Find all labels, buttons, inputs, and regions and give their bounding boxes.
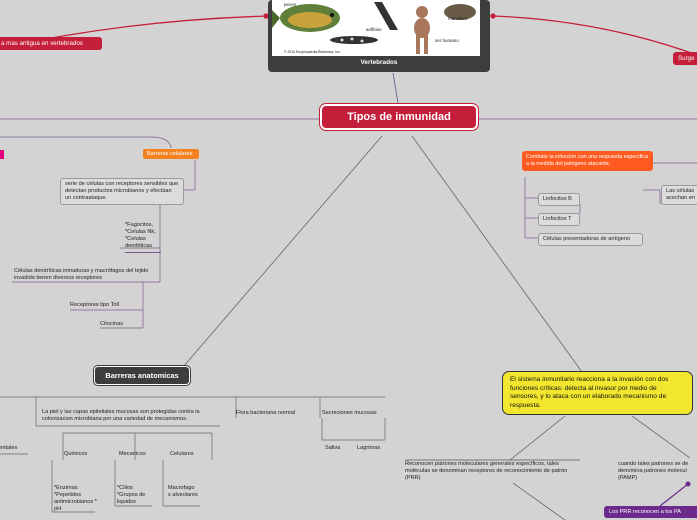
serie-celulas-node[interactable]: serie de células con receptores sensible… [60,178,184,205]
magenta-edge-node[interactable] [0,150,4,159]
sistema-inmunitario-node[interactable]: El sistema inmunitario reacciona a la in… [502,371,693,416]
celulas-presentadoras-node[interactable]: Células presentadoras de antígeno [538,233,643,246]
mecanicos-items-node[interactable]: *Cilios *Grupos de liquidos [117,485,146,505]
partial-genitales-node[interactable]: enitales [0,445,18,451]
linfocitos-t-node[interactable]: Linfocitos T [538,213,580,226]
pill-mas-antigua[interactable]: a mas antigua en vertebrados [0,37,102,50]
citocinas-node[interactable]: Citocinas [100,321,124,327]
vertebrates-illustration: peces mamífero anfibios ser humano © 201… [272,0,480,56]
prr-pill-node[interactable]: Los PRR reconocen a los PA [604,506,697,518]
cuando-node[interactable]: cuando tales patrones se de denomina pat… [618,461,689,481]
label-fish: peces [284,2,297,7]
celulas-dendriticas-node[interactable]: Células dendríticas inmaduras y macrófag… [14,268,149,281]
secreciones-node[interactable]: Secreciones mucosas [322,410,377,416]
reconocen-node[interactable]: Reconocen patrones moleculares generales… [405,461,568,481]
vertebrates-drawing [272,2,476,54]
quimicos-items-node[interactable]: *Enzimas *Pepetidos antimicrobianos * pH [54,485,97,512]
image-caption: Vertebrados [360,59,398,66]
label-copyright: © 2010 Encyclopædia Britannica, Inc. [284,50,341,54]
label-human: ser humano [435,38,459,43]
lagrimas-node[interactable]: Lagrimas [357,445,381,451]
flora-node[interactable]: Flora bacteriana normal [236,410,296,416]
label-mammal: mamífero [448,16,468,21]
root-topic[interactable]: Tipos de inmunidad [320,104,478,130]
receptores-toll-node[interactable]: Receptores tipo Toll [70,302,120,308]
vertebrates-image-card[interactable]: peces mamífero anfibios ser humano © 201… [268,0,490,72]
barreras-celulares-node[interactable]: Barreras celulares [143,149,199,159]
saliva-node[interactable]: Saliva [325,445,341,451]
label-amphibian: anfibios [366,27,382,32]
celulares-node[interactable]: Celulares [170,451,194,457]
pill-surge[interactable]: Surge [673,52,697,65]
fagocitos-node[interactable]: *Fagocitos, *Celulas Nk, *Celulas dendri… [125,222,161,253]
las-celulas-node[interactable]: Las células acechan en [661,185,697,205]
combate-node[interactable]: Combate la infección con una respuesta e… [522,151,653,172]
barreras-anatomicas-node[interactable]: Barreras anatomicas [94,366,190,385]
mecanicos-node[interactable]: Mecanicos [119,451,146,457]
piel-node[interactable]: La piel y las capas epiteliales mucosas … [42,409,200,422]
linfocitos-b-node[interactable]: Linfocitos B [538,193,580,206]
quimicos-node[interactable]: Quimicos [64,451,88,457]
celulares-items-node[interactable]: Macrofago s alveolares [168,485,198,498]
